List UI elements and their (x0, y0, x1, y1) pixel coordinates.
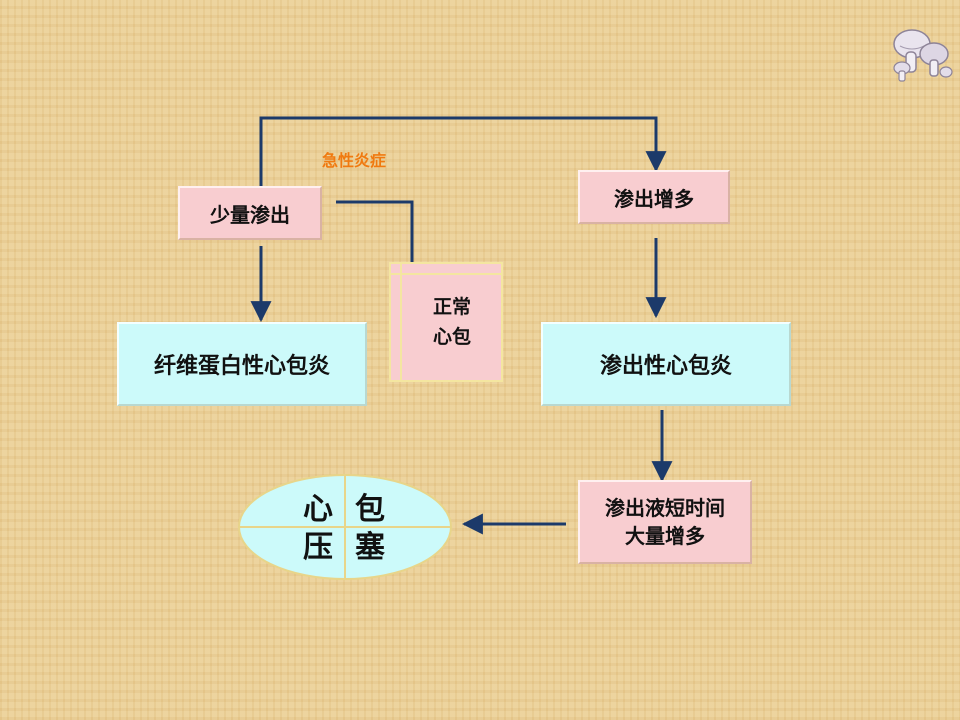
small-exudate-box: 少量渗出 (178, 186, 322, 240)
tamponade-char: 包 (355, 492, 385, 527)
normal-pericardium-box: 正常 心包 (389, 262, 503, 382)
rapid-increase-box: 渗出液短时间 大量增多 (578, 480, 752, 564)
rapid-increase-line1: 渗出液短时间 (605, 496, 725, 520)
tamponade-char: 心 (303, 492, 333, 527)
pericardium-layer-line (391, 273, 501, 275)
fibrinous-pericarditis-text: 纤维蛋白性心包炎 (153, 354, 330, 379)
exudate-increase-text: 渗出增多 (614, 186, 694, 211)
fibrinous-pericarditis-box: 纤维蛋白性心包炎 (117, 322, 367, 406)
acute-inflammation-label: 急性炎症 (322, 151, 387, 170)
small-exudate-text: 少量渗出 (210, 202, 290, 227)
arrow-acute-to-increase (259, 116, 667, 186)
normal-pericardium-line2: 心包 (432, 326, 471, 348)
exudative-pericarditis-text: 渗出性心包炎 (599, 354, 732, 379)
pericardium-layer-line (400, 264, 402, 380)
normal-pericardium-line1: 正常 (432, 296, 471, 318)
exudative-pericarditis-box: 渗出性心包炎 (541, 322, 791, 406)
mushroom-logo-icon (893, 29, 953, 82)
rapid-increase-line2: 大量增多 (625, 524, 705, 548)
exudate-increase-box: 渗出增多 (578, 170, 730, 224)
line-small-to-normal (336, 200, 414, 264)
tamponade-char: 塞 (355, 530, 385, 565)
tamponade-char: 压 (303, 530, 333, 565)
